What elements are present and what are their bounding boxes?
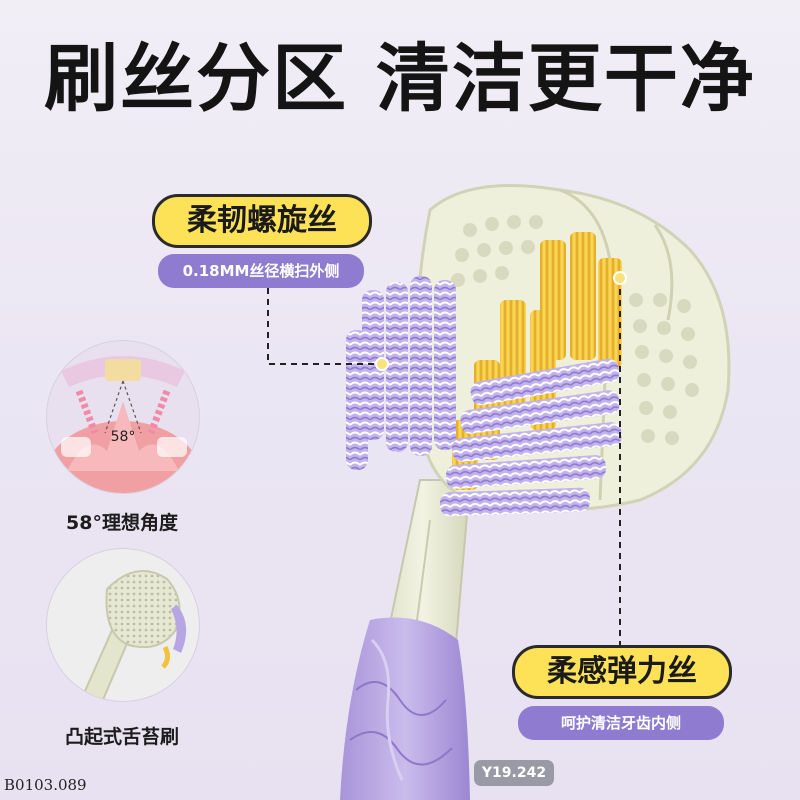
angle-value: 58° [111, 429, 136, 445]
sku-text: B0103.089 [4, 776, 87, 794]
tongue-scraper-label: 凸起式舌苔刷 [64, 726, 179, 748]
tongue-scraper-illustration [46, 548, 200, 702]
tooth-angle-illustration: 58° [46, 340, 200, 494]
spiral-bristle-title: 柔韧螺旋丝 [152, 194, 372, 248]
elastic-bristle-title: 柔感弹力丝 [512, 645, 732, 699]
elastic-bristle-subtitle: 呵护清洁牙齿内侧 [518, 706, 724, 740]
model-code-badge: Y19.242 [474, 760, 554, 786]
headline: 刷丝分区 清洁更干净 [44, 36, 756, 122]
angle-feature-label: 58°理想角度 [66, 512, 178, 534]
spiral-bristle-subtitle: 0.18MM丝径横扫外侧 [158, 254, 364, 288]
